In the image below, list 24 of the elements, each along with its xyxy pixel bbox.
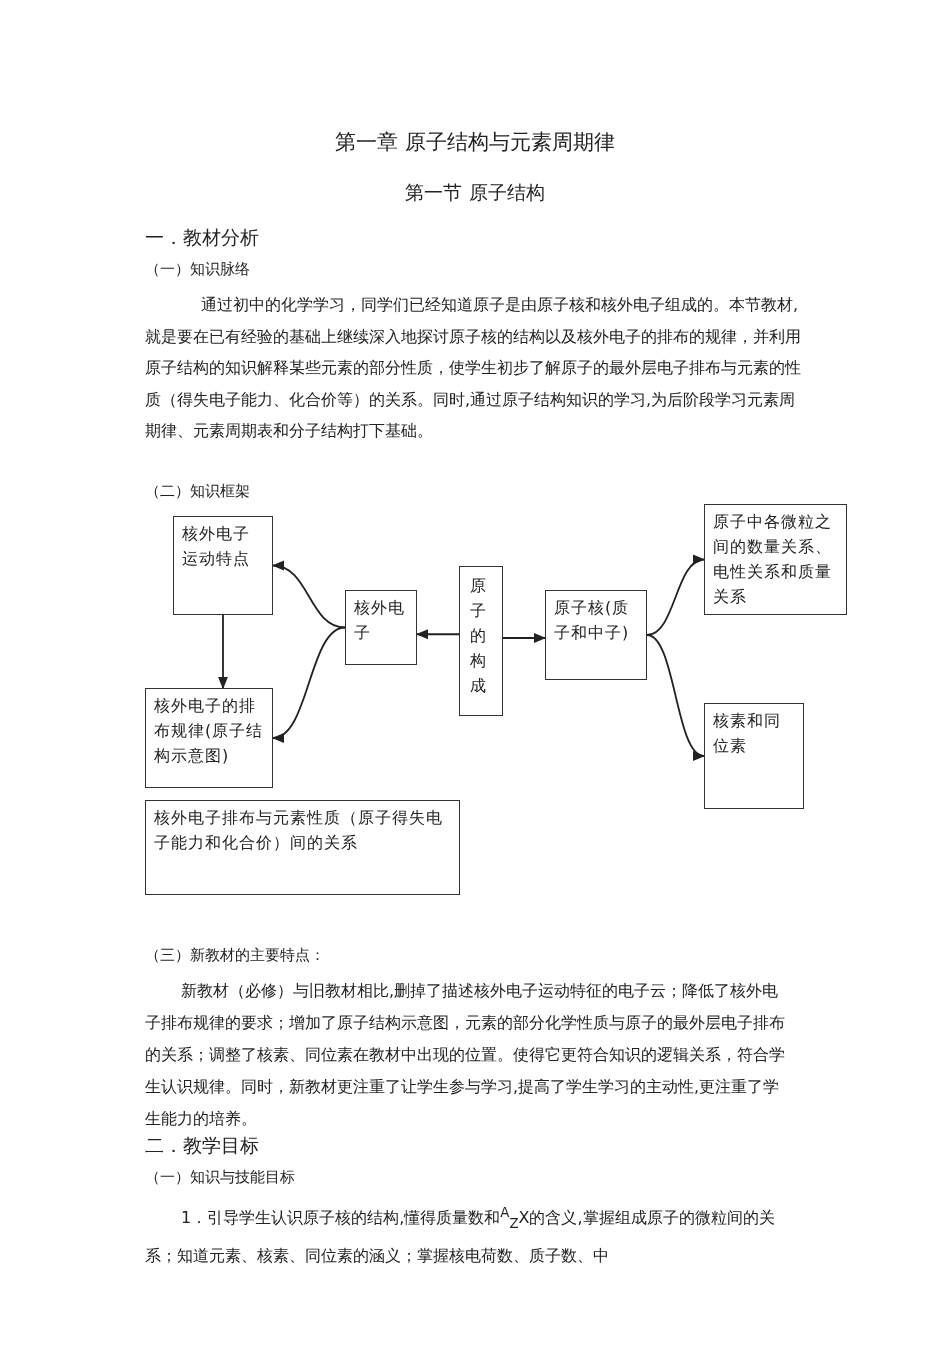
paragraph: 新教材（必修）与旧教材相比,删掉了描述核外电子运动特征的电子云；降低了核外电子排布规律的要求；增加了原子结构示意图，元素的部分化学性质与原子的最外层电子排布的关系；调整了核素、同位素在教材中出现的位置。使得它更符合知识的逻辑关系，符合学生认识规律。同时，新教材更注重了让学生参与学习,提高了学生学习的主动性,更注重了学生能力的培养。	[145, 980, 785, 1130]
paragraph: 通过初中的化学学习，同学们已经知道原子是由原子核和核外电子组成的。本节教材,就是要在已有经验的基础上继续深入地探讨原子核的结构以及核外电子的排布的规律，并利用原子结构的知识解释某些元素的部分性质，使学生初步了解原子的最外层电子排布与元素的性质（得失电子能力、化合价等）的关系。同时,通过原子结构知识的学习,为后阶段学习元素周期律、元素周期表和分子结构打下基础。	[145, 294, 802, 442]
subheading: （一）知识脉络	[145, 260, 250, 279]
subheading: （二）知识框架	[145, 482, 250, 501]
concept-box: 核外电子的排布规律(原子结构示意图)	[145, 688, 273, 788]
paragraph: 1．引导学生认识原子核的结构,懂得质量数和$^{A}$$_{Z}$X的含义,掌握组成原子的微粒间的关系；知道元素、核素、同位素的涵义；掌握核电荷数、质子数、中	[145, 1204, 776, 1267]
concept-box: 核外电子排布与元素性质（原子得失电子能力和化合价）间的关系	[145, 800, 460, 895]
concept-box: 原子中各微粒之间的数量关系、电性关系和质量关系	[704, 504, 847, 615]
concept-box: 核外电子	[345, 590, 417, 665]
concept-box: 原子的构成	[459, 566, 503, 716]
chapter-title: 第一章 原子结构与元素周期律	[334, 129, 616, 156]
concept-box: 核外电子运动特点	[173, 516, 273, 615]
heading: 二．教学目标	[145, 1133, 259, 1158]
arrow	[271, 626, 346, 740]
arrow	[415, 629, 460, 640]
section-heading: 第一节 原子结构	[404, 180, 546, 205]
arrow	[271, 562, 346, 629]
arrow	[502, 632, 547, 644]
heading: 一．教材分析	[145, 225, 259, 250]
subheading: （一）知识与技能目标	[145, 1168, 295, 1187]
arrow	[217, 614, 229, 690]
subheading: （三）新教材的主要特点：	[145, 946, 325, 965]
concept-box: 原子核(质子和中子)	[545, 590, 647, 680]
concept-box: 核素和同位素	[704, 703, 804, 809]
